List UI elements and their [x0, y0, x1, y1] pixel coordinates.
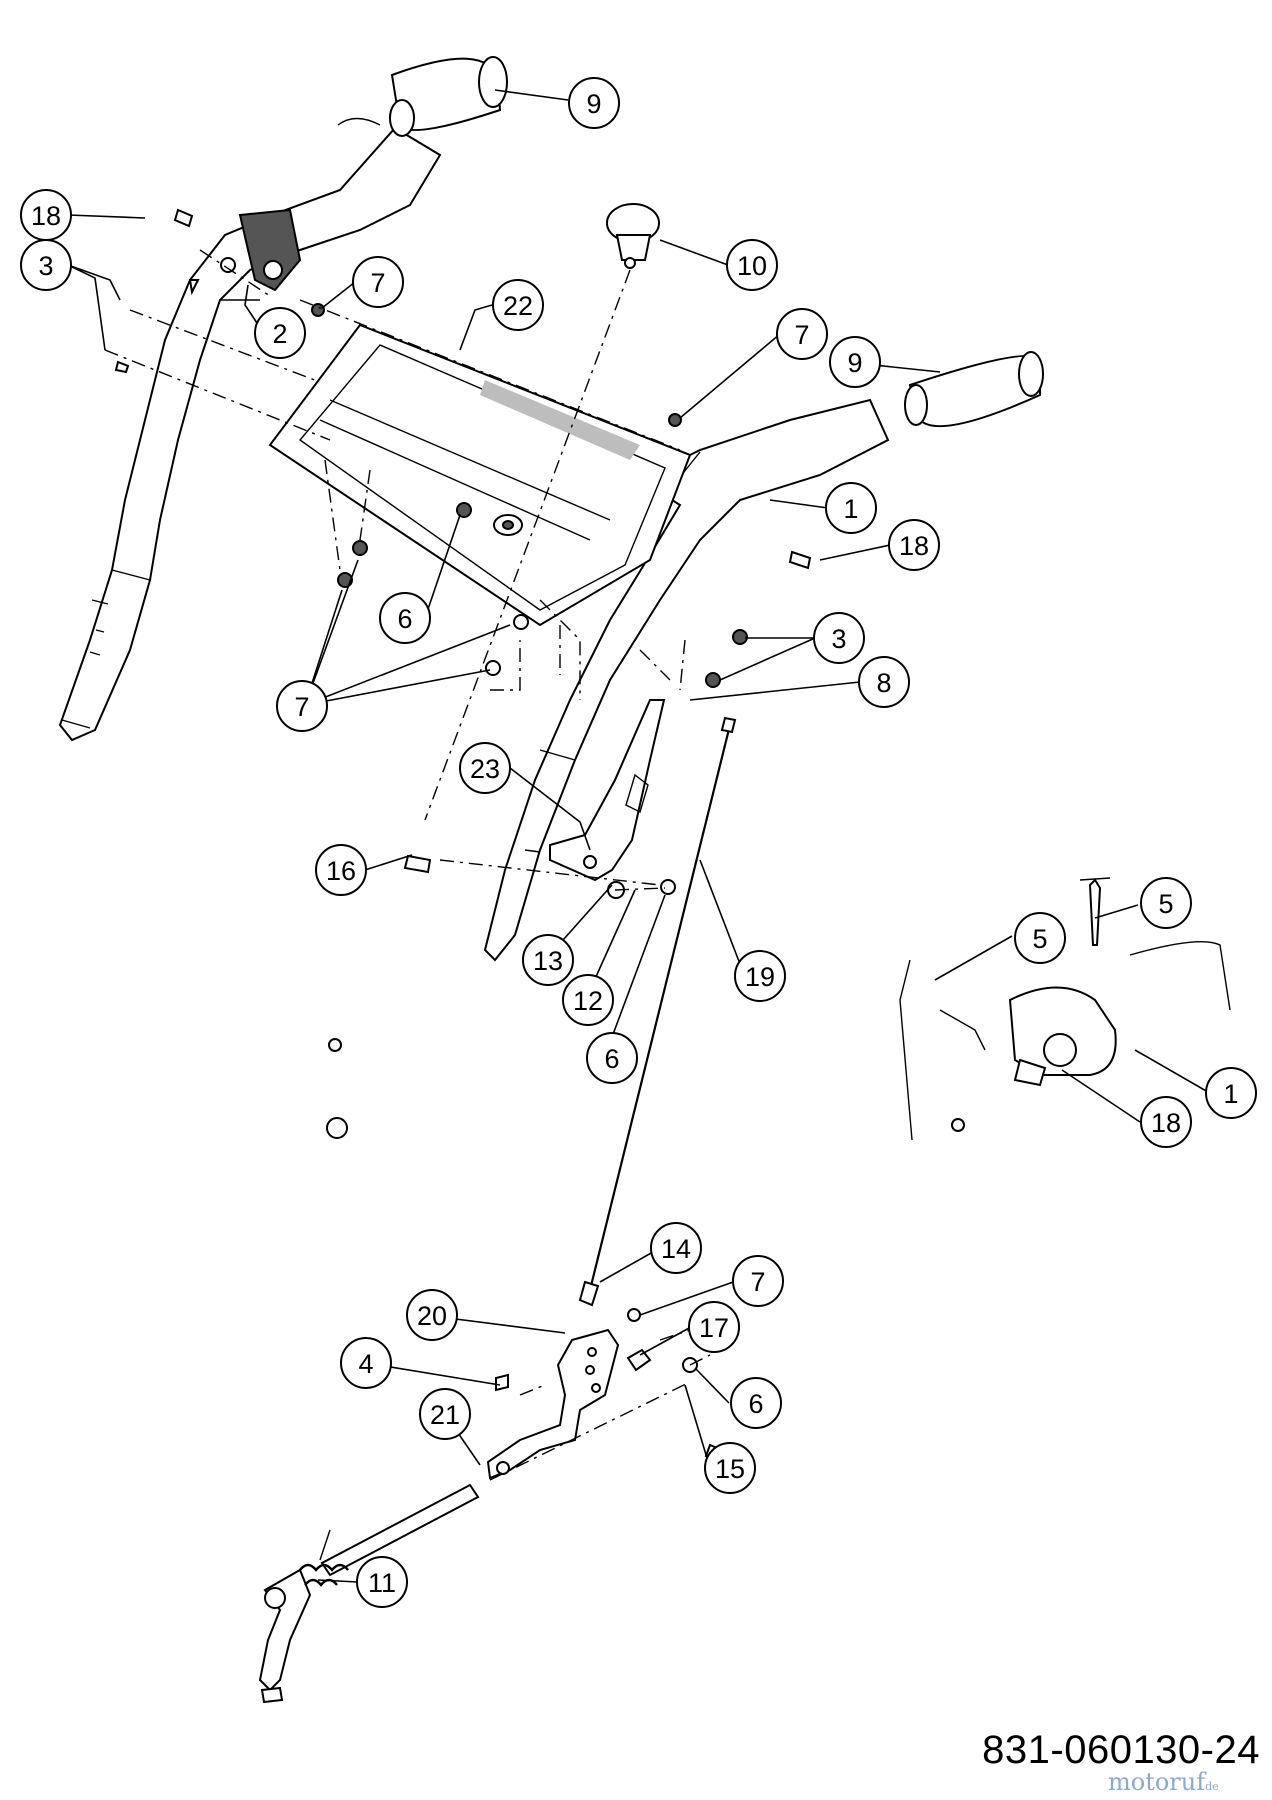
cable-end-top: [720, 716, 737, 734]
callout-label: 8: [876, 668, 891, 698]
callout: 10: [726, 239, 778, 291]
callout: 15: [704, 1442, 756, 1494]
callout-label: 12: [573, 986, 603, 1016]
callout: 14: [650, 1222, 702, 1274]
callout: 19: [734, 950, 786, 1002]
watermark-logo: motorufde: [1108, 1768, 1219, 1796]
callout: 8: [858, 656, 910, 708]
callout-label: 9: [847, 348, 862, 378]
lever-bracket: [486, 1328, 620, 1480]
callout-label: 7: [370, 268, 385, 298]
callout: 16: [315, 844, 367, 896]
callout-label: 1: [1223, 1079, 1238, 1109]
callout-label: 20: [417, 1301, 447, 1331]
callout: 4: [340, 1337, 392, 1389]
callout-label: 7: [750, 1267, 765, 1297]
callout-label: 5: [1032, 924, 1047, 954]
callout-label: 1: [843, 494, 858, 524]
callout: 17: [688, 1301, 740, 1353]
callout: 21: [419, 1388, 471, 1440]
callout-label: 3: [38, 251, 53, 281]
callout: 1: [825, 482, 877, 534]
assembly-lines: [104, 249, 711, 1396]
callout-label: 4: [358, 1349, 373, 1379]
callout-label: 18: [1151, 1108, 1181, 1138]
callout-label: 18: [31, 201, 61, 231]
left-bracket: [220, 208, 302, 292]
callout: 5: [1140, 877, 1192, 929]
shift-knob: [606, 203, 660, 269]
callout-label: 23: [470, 754, 500, 784]
callout-label: 2: [272, 319, 287, 349]
watermark-tld: de: [1205, 1780, 1219, 1793]
detail-inset: [899, 877, 1231, 1141]
callout: 9: [568, 77, 620, 129]
callout-label: 19: [745, 962, 775, 992]
callout-label: 17: [699, 1313, 729, 1343]
callout-label: 18: [899, 531, 929, 561]
callout: 18: [20, 189, 72, 241]
callout-label: 7: [294, 692, 309, 722]
shift-shaft: [320, 1381, 691, 1577]
shift-plate: [549, 699, 666, 882]
callout: 13: [522, 934, 574, 986]
callout-label: 6: [748, 1389, 763, 1419]
shift-cable: [588, 724, 732, 1291]
callout: 18: [888, 519, 940, 571]
callout: 22: [492, 279, 544, 331]
callout-label: 9: [586, 89, 601, 119]
callout: 20: [406, 1289, 458, 1341]
watermark-name: motoruf: [1108, 1768, 1206, 1796]
callout-label: 6: [604, 1044, 619, 1074]
callout: 7: [732, 1255, 784, 1307]
callout-label: 14: [661, 1234, 691, 1264]
callout: 6: [730, 1377, 782, 1429]
control-panel: [268, 323, 692, 627]
callout-label: 22: [503, 291, 533, 321]
callout: 18: [1140, 1096, 1192, 1148]
callout: 3: [20, 239, 72, 291]
shift-arm: [258, 1568, 312, 1704]
callout-label: 3: [831, 624, 846, 654]
callout-label: 7: [794, 320, 809, 350]
callout: 23: [459, 742, 511, 794]
callout-label: 10: [737, 251, 767, 281]
callout: 5: [1014, 912, 1066, 964]
callout-label: 15: [715, 1454, 745, 1484]
callout-label: 6: [397, 604, 412, 634]
callout: 7: [776, 308, 828, 360]
callout: 11: [356, 1556, 408, 1608]
callout: 3: [813, 612, 865, 664]
callout: 2: [254, 307, 306, 359]
callout: 7: [352, 256, 404, 308]
callout-label: 13: [533, 946, 563, 976]
left-grip: [389, 56, 508, 137]
callout: 6: [379, 592, 431, 644]
callout: 12: [562, 974, 614, 1026]
callout: 9: [829, 336, 881, 388]
callout-label: 11: [368, 1568, 396, 1598]
callout: 7: [276, 680, 328, 732]
right-grip: [904, 351, 1044, 428]
cable-end-bottom: [578, 1280, 600, 1307]
shift-rod-centerline: [424, 269, 631, 821]
callout-label: 21: [430, 1400, 460, 1430]
callout-label: 16: [326, 856, 356, 886]
callout: 6: [586, 1032, 638, 1084]
callout: 1: [1205, 1067, 1257, 1119]
callout-label: 5: [1158, 889, 1173, 919]
drawing-number: 831-060130-24: [982, 1728, 1260, 1772]
